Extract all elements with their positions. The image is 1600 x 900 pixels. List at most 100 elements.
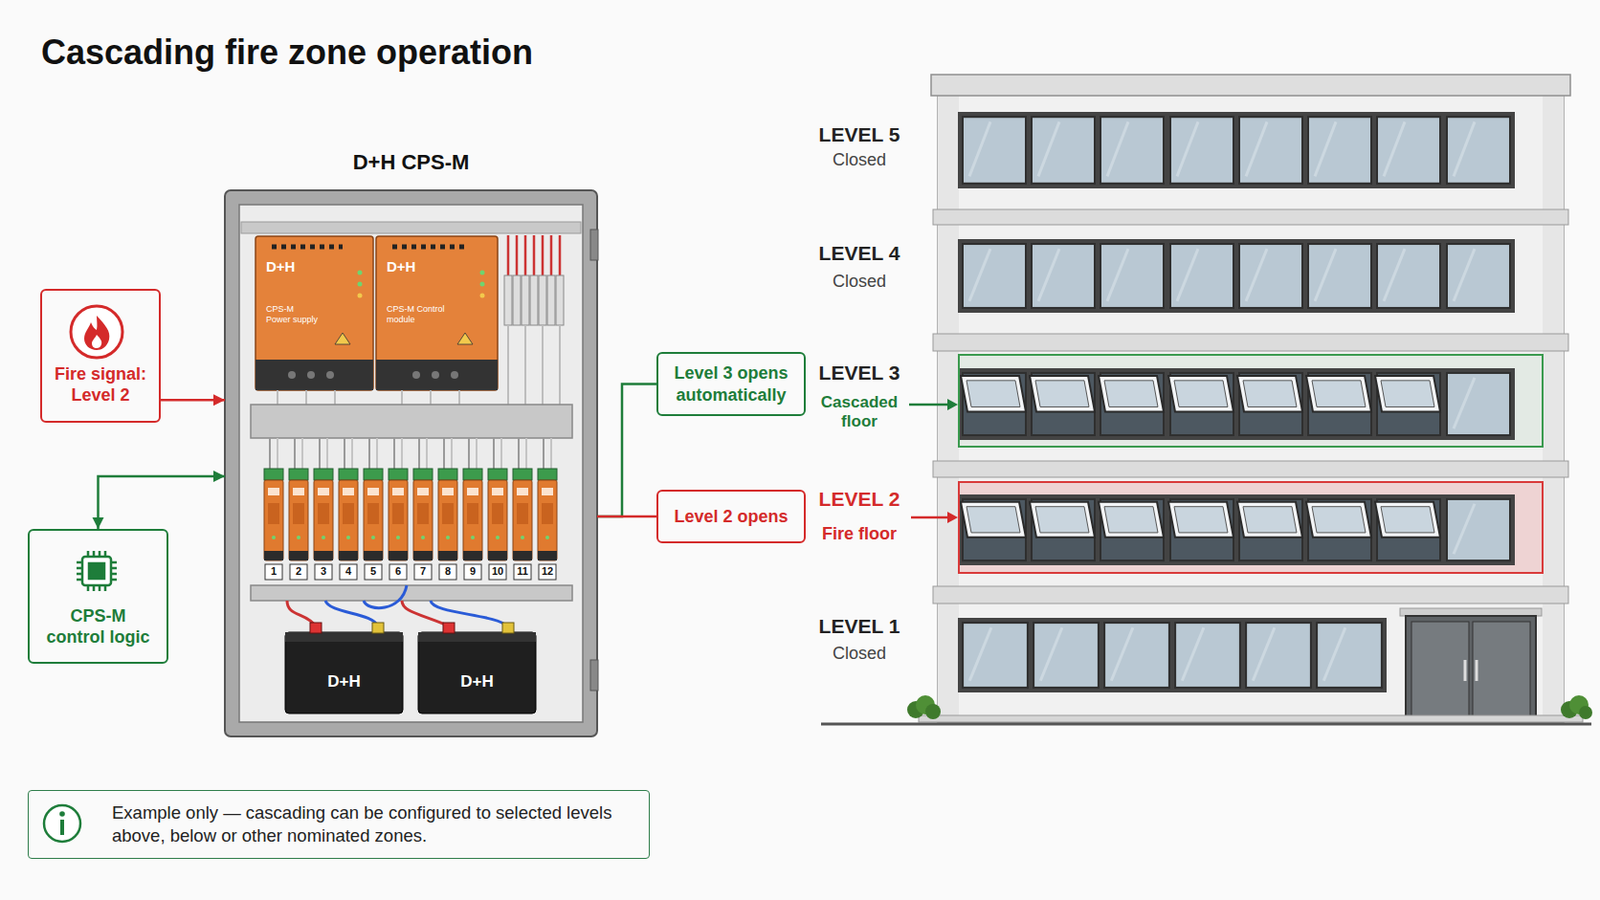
cabinet-illustration-part [307, 371, 315, 379]
cabinet-illustration-part [488, 438, 508, 580]
status-label: Closed [801, 150, 917, 172]
fire-icon-part [70, 306, 123, 358]
cabinet-illustration-part-part [429, 390, 432, 405]
cabinet-illustration-part-part [558, 325, 561, 405]
cabinet-illustration-part [413, 438, 433, 580]
building-illustration-part [1175, 622, 1241, 689]
building-illustration-part [1170, 116, 1234, 184]
floor-leader-part [947, 399, 958, 411]
building-illustration-part [1170, 244, 1234, 309]
terminal-number: 1 [263, 565, 285, 578]
terminal-number: 11 [511, 565, 534, 578]
module-label: CPS-M Power supply [266, 304, 320, 326]
cabinet-illustration-part [450, 371, 459, 379]
building-illustration-part [958, 482, 1543, 574]
cabinet-illustration-part [502, 622, 514, 634]
building-illustration-part [937, 91, 959, 723]
info-icon-part [44, 805, 81, 843]
battery-label: D+H [285, 672, 403, 692]
battery-label: D+H [418, 672, 536, 692]
building-illustration-part [1237, 373, 1303, 436]
cabinet-illustration-part-part [305, 390, 308, 405]
cabinet-illustration-part-part [547, 275, 556, 326]
cabinet-illustration-part [480, 282, 486, 288]
building-illustration-part [962, 244, 1026, 309]
terminal-number: 7 [412, 565, 434, 578]
terminal-number: 6 [387, 565, 409, 578]
building-illustration-part [1377, 244, 1441, 309]
building-illustration-part [1375, 373, 1441, 436]
cabinet-illustration-part [255, 236, 374, 391]
note-box: Example only — cascading can be configur… [27, 790, 650, 860]
building-illustration-part [933, 461, 1569, 478]
building-illustration-part [918, 715, 1583, 723]
cabinet-illustration-part-part [512, 275, 521, 326]
control-logic-box: CPS-M control logic [27, 529, 169, 665]
building-illustration-part [1033, 622, 1099, 689]
brand-label: D+H [266, 258, 334, 276]
diagram-title: Cascading fire zone operation [41, 32, 534, 73]
cabinet-illustration-part [288, 438, 309, 580]
building-illustration-part [1377, 116, 1441, 184]
cabinet-illustration-part [508, 235, 560, 278]
building-illustration-part [1472, 622, 1531, 722]
fire-signal-box: Fire signal: Level 2 [40, 288, 161, 423]
fire-icon [70, 306, 123, 358]
fire-icon-part [84, 315, 110, 351]
cabinet-illustration-part [438, 438, 458, 580]
level-label: LEVEL 4 [801, 241, 917, 266]
info-icon-part [60, 820, 65, 836]
building-illustration-part [1405, 616, 1536, 722]
cabinet-illustration-part [285, 632, 403, 714]
cabinet-illustration-part [338, 438, 358, 580]
building-illustration-part [958, 482, 1543, 574]
building-illustration-part [958, 355, 1543, 447]
building-illustration-part [957, 494, 1515, 566]
building-illustration-part [931, 74, 1571, 96]
building-illustration-part [1098, 499, 1164, 561]
building-illustration-part [1542, 91, 1564, 723]
building-illustration-part [1464, 660, 1467, 682]
building-illustration-part [1308, 116, 1372, 184]
cabinet-illustration-part [334, 333, 351, 345]
building-illustration-part [960, 499, 1026, 561]
cabinet-illustration-part [457, 333, 473, 345]
cabinet-illustration-part [376, 236, 498, 391]
cabinet-illustration-part-part [504, 275, 512, 326]
building-illustration-part [1306, 499, 1372, 561]
note-text: Example only — cascading can be configur… [111, 801, 636, 848]
brand-label: D+H [386, 258, 454, 276]
cabinet-illustration-part-part [458, 390, 461, 405]
building-illustration-part [1239, 116, 1303, 184]
cabinet-illustration-part [363, 438, 383, 580]
building-illustration-part [1104, 622, 1170, 689]
cabinet-illustration-part-part [325, 600, 378, 627]
logic-text: CPS-M control logic [42, 605, 156, 648]
cabinet-illustration-part [250, 585, 573, 601]
connector [597, 515, 657, 519]
cabinet-illustration-part [512, 438, 533, 580]
chip-icon [76, 551, 117, 592]
cabinet-illustration-part [250, 404, 573, 439]
floor-leader-part [911, 516, 950, 520]
cabinet-illustration-part [357, 270, 363, 276]
building-illustration-part [960, 373, 1026, 436]
cabinet-illustration-part-part [530, 275, 538, 326]
cabinet-illustration-part-part [541, 235, 545, 278]
cabinet-illustration-part-part [524, 325, 527, 405]
building-illustration-part [1029, 499, 1095, 561]
arrow-head [213, 394, 225, 406]
cabinet-illustration-part [537, 438, 557, 580]
cabinet-illustration-part [463, 438, 483, 580]
cabinet-illustration-part [357, 282, 363, 288]
terminal-number: 9 [462, 565, 484, 578]
chip-icon-part [88, 563, 105, 579]
building-illustration-part [1306, 373, 1372, 436]
building-illustration-part [957, 239, 1515, 313]
status-label: Cascaded floor [815, 393, 904, 433]
building-illustration-part [957, 111, 1515, 189]
output-box: Level 2 opens [656, 489, 806, 544]
cabinet-illustration-part [480, 270, 486, 276]
